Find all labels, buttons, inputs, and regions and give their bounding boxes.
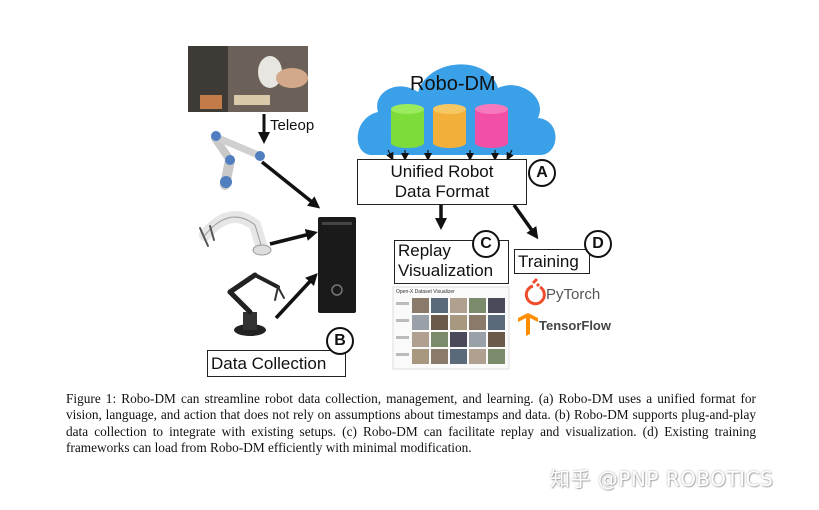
visualizer-row-label [396,302,409,305]
database-green-icon [391,104,424,148]
visualizer-title: Open-X Dataset Visualizer [396,289,455,295]
computer-tower [318,217,356,313]
visualizer-thumbnail [431,349,448,364]
visualizer-thumbnail [431,332,448,347]
visualizer-thumbnail [431,315,448,330]
visualizer-row-label [396,319,409,322]
database-pink-icon [475,104,508,148]
unified-format-line1: Unified Robot [390,162,494,181]
unified-format-line2: Data Format [394,182,490,201]
visualizer-thumbnail [450,349,467,364]
replay-visualization-box: Replay Visualization [394,240,509,284]
visualizer-thumbnail [488,349,505,364]
visualizer-thumbnails [396,298,505,364]
visualizer-row-label [396,353,409,356]
black-arm-to-computer-arrow [274,273,318,320]
black-robot-arm [227,272,285,336]
visualizer-thumbnail [412,298,429,313]
pytorch-logo-icon [524,277,546,306]
replay-line2: Visualization [398,261,494,280]
tensorflow-logo-icon [518,313,538,336]
cloud-title: Robo-DM [410,73,496,95]
visualizer-thumbnail [469,315,486,330]
ur-robot-arm [211,131,265,190]
badge-d: D [584,230,612,258]
watermark: 知乎 @PNP ROBOTICS [550,467,774,491]
unified-format-box: Unified Robot Data Format [357,159,527,205]
badge-b: B [326,327,354,355]
visualizer-thumbnail [469,332,486,347]
visualizer-thumbnail [450,298,467,313]
figure-diagram [188,46,556,370]
tensorflow-label: TensorFlow [539,318,611,333]
format-to-training-arrow [512,203,539,240]
visualizer-thumbnail [412,349,429,364]
visualizer-thumbnail [450,332,467,347]
badge-a: A [528,159,556,187]
database-orange-icon [433,104,466,148]
visualizer-thumbnail [488,298,505,313]
visualizer-thumbnail [488,332,505,347]
visualizer-thumbnail [450,315,467,330]
training-box: Training [514,249,590,274]
visualizer-thumbnail [412,315,429,330]
franka-to-computer-arrow [269,229,318,246]
visualizer-thumbnail [488,315,505,330]
figure-caption: Figure 1: Robo-DM can streamline robot d… [66,391,756,455]
pytorch-label: PyTorch [546,286,601,303]
visualizer-thumbnail [469,349,486,364]
data-collection-box: Data Collection [207,350,346,377]
replay-line1: Replay [398,241,451,260]
franka-robot-arm [199,211,272,256]
cloud-to-format-arrows [386,149,514,161]
visualizer-row-label [396,336,409,339]
visualizer-thumbnail [412,332,429,347]
badge-c: C [472,230,500,258]
teleop-photo [188,46,308,112]
visualizer-thumbnail [469,298,486,313]
ur-to-computer-arrow [260,160,321,209]
teleop-label: Teleop [270,117,315,134]
visualizer-thumbnail [431,298,448,313]
